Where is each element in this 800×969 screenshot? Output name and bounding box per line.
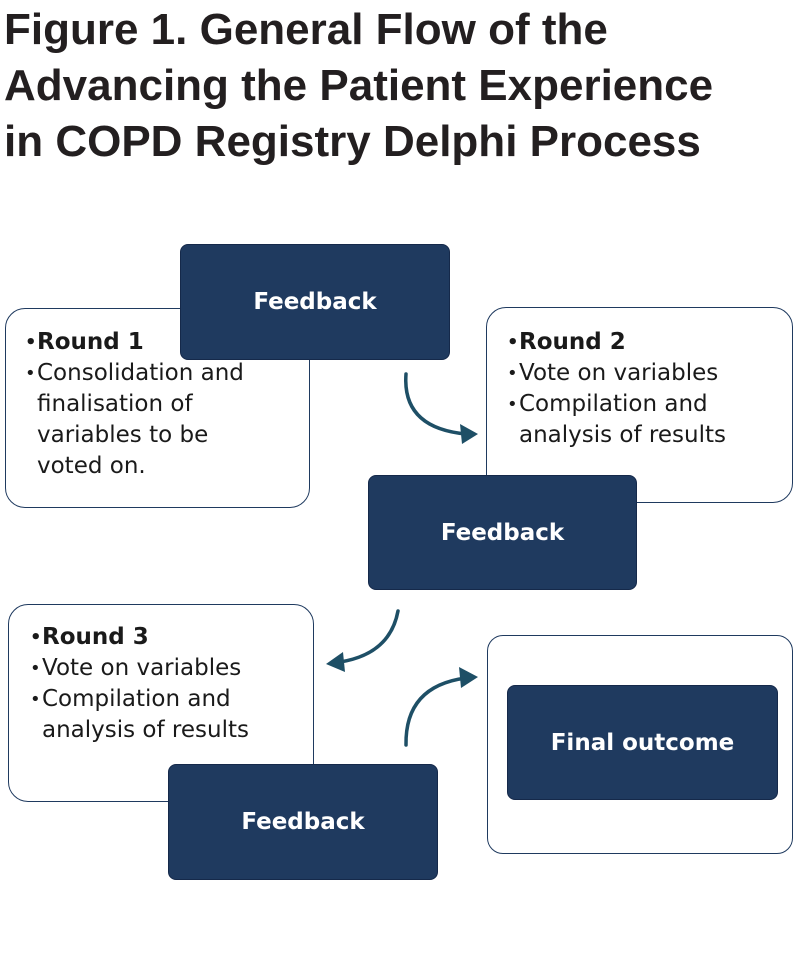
round-2-item-cont: analysis of results bbox=[519, 422, 726, 448]
figure-title-line-3: in COPD Registry Delphi Process bbox=[4, 117, 701, 166]
arrow-head-2 bbox=[326, 652, 345, 672]
round-3-list: Round 3 Vote on variables Compilation an… bbox=[30, 622, 249, 746]
feedback-box-1: Feedback bbox=[180, 244, 450, 360]
round-1-item: Consolidation and bbox=[25, 358, 244, 389]
round-1-list: Round 1 Consolidation and finalisation o… bbox=[25, 327, 244, 482]
arrow-feedback2-to-round3 bbox=[338, 609, 400, 664]
figure-title-line-1: Figure 1. General Flow of the bbox=[4, 5, 608, 54]
round-3-item: Compilation and bbox=[30, 684, 249, 715]
feedback-box-2: Feedback bbox=[368, 475, 637, 590]
final-outcome-box: Final outcome bbox=[507, 685, 778, 800]
round-2-item: Vote on variables bbox=[507, 358, 726, 389]
round-1-heading: Round 1 bbox=[25, 327, 244, 358]
feedback-box-3: Feedback bbox=[168, 764, 438, 880]
round-1-item-cont: voted on. bbox=[37, 453, 146, 479]
arrow-round3-to-final bbox=[404, 676, 468, 747]
arrow-head-3 bbox=[459, 667, 478, 688]
figure-title-line-2: Advancing the Patient Experience bbox=[4, 61, 714, 110]
round-2-list: Round 2 Vote on variables Compilation an… bbox=[507, 327, 726, 451]
round-3-item-cont: analysis of results bbox=[42, 717, 249, 743]
round-1-item-cont: variables to be bbox=[37, 422, 209, 448]
round-3-heading: Round 3 bbox=[30, 622, 249, 653]
round-3-item: Vote on variables bbox=[30, 653, 249, 684]
round-1-item-cont: finalisation of bbox=[37, 391, 193, 417]
figure-title: Figure 1. General Flow of the Advancing … bbox=[4, 2, 794, 170]
arrow-head-1 bbox=[460, 424, 478, 444]
round-2-item: Compilation and bbox=[507, 389, 726, 420]
arrow-round1-to-round2 bbox=[404, 372, 468, 436]
round-2-heading: Round 2 bbox=[507, 327, 726, 358]
